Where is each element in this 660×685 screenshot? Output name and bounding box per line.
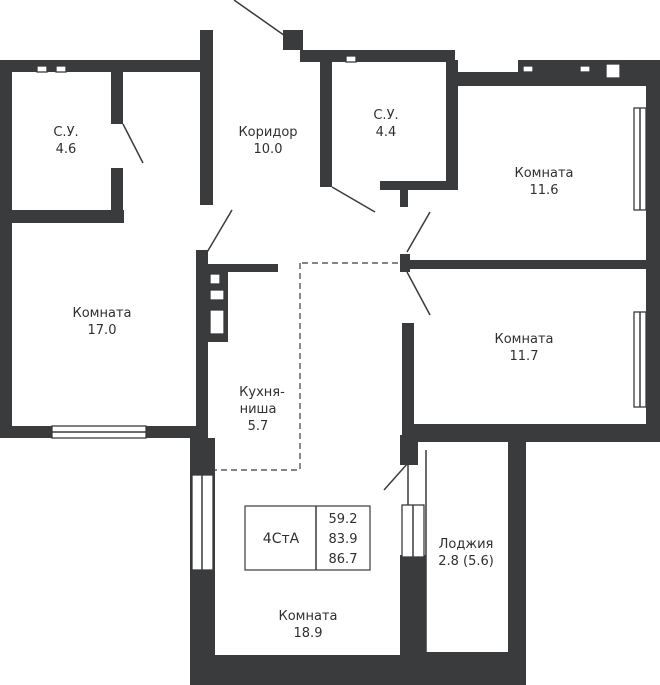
- bathroom-2-name: С.У.: [373, 108, 398, 123]
- door-bath1: [122, 123, 144, 164]
- doors: [122, 0, 431, 652]
- wall-left-outer: [0, 60, 12, 438]
- wall-entry-left-post: [200, 30, 213, 48]
- area-with-loggia: 86.7: [329, 552, 358, 567]
- wall-bath1-right-bottom: [111, 168, 123, 223]
- room-1-name: Комната: [515, 166, 574, 181]
- apartment-info-box: 4СтА 59.2 83.9 86.7: [244, 505, 371, 571]
- wall-right-outer: [646, 72, 660, 442]
- kitchen-area: 5.7: [248, 419, 269, 434]
- bathroom-1-area: 4.6: [56, 142, 77, 157]
- kitchen-name-line1: Кухня-: [239, 385, 285, 400]
- wall-top-bath2: [300, 50, 455, 62]
- info-box-frame: [244, 505, 371, 571]
- wall-room4-right-top: [400, 435, 418, 465]
- kitchen-niche-boundary: [212, 263, 301, 471]
- vent-mark-5: [579, 65, 591, 73]
- wall-left-top: [0, 60, 213, 72]
- vent-mark-3: [345, 55, 357, 63]
- door-room2: [205, 209, 233, 255]
- wall-corridor-left-bottom: [196, 250, 208, 438]
- door-room3: [406, 271, 431, 316]
- door-room1: [406, 211, 431, 253]
- corridor-name: Коридор: [238, 125, 297, 140]
- wall-bath1-right-top: [111, 72, 123, 124]
- bathroom-2-area: 4.4: [376, 125, 397, 140]
- kitchen-stove: [209, 309, 225, 335]
- area-total: 83.9: [329, 532, 358, 547]
- room-3-area: 11.7: [510, 349, 539, 364]
- window-room1: [633, 107, 647, 211]
- wall-room3-bottom: [402, 424, 660, 442]
- wall-kitchen-top: [208, 264, 278, 272]
- bathroom-1-name: С.У.: [53, 125, 78, 140]
- window-room4: [191, 474, 214, 571]
- room-4-area: 18.9: [294, 626, 323, 641]
- wall-bath2-stub: [400, 181, 408, 207]
- wall-entry-right-post: [283, 30, 303, 50]
- wall-room4-right-bottom: [400, 555, 426, 685]
- wall-corridor-left-top: [200, 30, 213, 205]
- wall-bath2-left: [320, 60, 332, 187]
- wall-bath2-bottom: [380, 181, 458, 190]
- window-room3: [633, 311, 647, 408]
- apartment-code: 4СтА: [263, 531, 300, 547]
- wall-room4-bottom: [190, 655, 425, 685]
- vent-mark-1: [36, 65, 48, 73]
- wall-right-divider: [402, 260, 660, 269]
- room-3-name: Комната: [495, 332, 554, 347]
- kitchen-name-line2: ниша: [240, 402, 277, 417]
- loggia-area: 2.8 (5.6): [438, 554, 494, 569]
- loggia-name: Лоджия: [439, 537, 494, 552]
- wall-loggia-right: [508, 440, 526, 685]
- corridor-area: 10.0: [254, 142, 283, 157]
- vent-marks: [36, 55, 621, 335]
- area-living: 59.2: [329, 512, 358, 527]
- door-bath2: [331, 186, 376, 213]
- room-4-name: Комната: [279, 609, 338, 624]
- vent-mark-6: [605, 63, 621, 79]
- window-loggia-door: [401, 504, 425, 558]
- door-entry: [233, 0, 289, 39]
- wall-room3-left: [402, 323, 414, 450]
- vent-mark-2: [55, 65, 67, 73]
- vent-mark-4: [522, 65, 534, 73]
- wall-loggia-bottom: [420, 652, 526, 685]
- window-room2: [51, 425, 147, 439]
- windows: [51, 107, 647, 571]
- wall-bath2-right: [446, 60, 458, 190]
- walls: [0, 30, 660, 685]
- kitchen-sink: [209, 289, 225, 301]
- room-2-name: Комната: [73, 306, 132, 321]
- room-labels: С.У. 4.6 Коридор 10.0 С.У. 4.4 Комната 1…: [53, 108, 573, 641]
- wall-bath1-bottom: [0, 210, 124, 223]
- shaft-mark: [209, 273, 221, 285]
- room-1-area: 11.6: [530, 183, 559, 198]
- room-2-area: 17.0: [88, 323, 117, 338]
- wall-right-divider-post: [400, 254, 410, 272]
- door-room4: [383, 462, 409, 491]
